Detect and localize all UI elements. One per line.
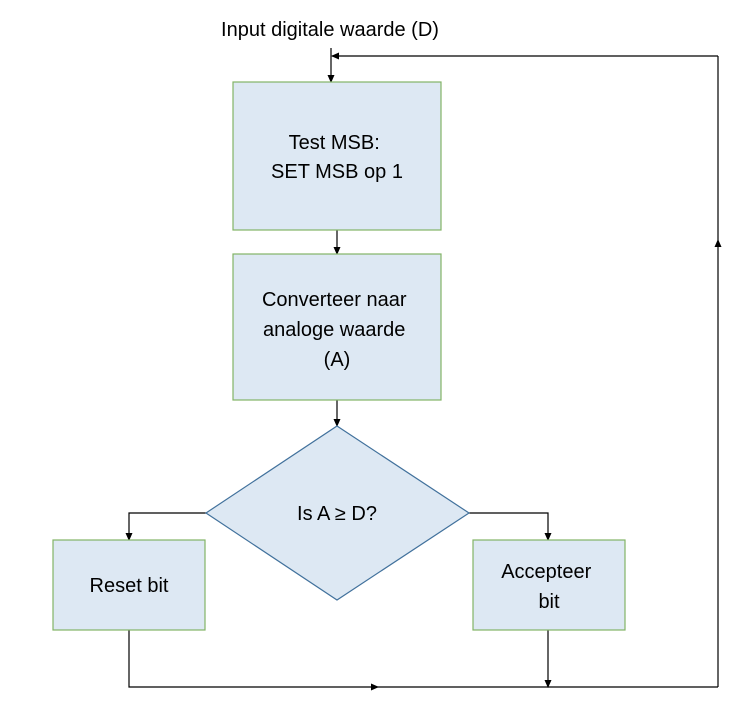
node-reset: Reset bit <box>52 539 206 631</box>
accept-box <box>472 539 626 631</box>
decision-text: Is A ≥ D? <box>297 503 377 525</box>
arrow-decision-to-accept <box>469 512 552 541</box>
accept-line-2: bit <box>538 591 560 613</box>
test-msb-box <box>232 81 442 231</box>
test-msb-line-1: Test MSB: <box>289 132 380 154</box>
convert-line-1: Converteer naar <box>262 289 407 311</box>
convert-text: Converteer naar analoge waarde (A) <box>262 289 412 371</box>
reset-text: Reset bit <box>90 575 169 597</box>
input-label: Input digitale waarde (D) <box>221 19 439 41</box>
convert-line-3: (A) <box>324 349 351 371</box>
node-accept: Accepteer bit <box>472 539 626 631</box>
convert-line-2: analoge waarde <box>263 319 405 341</box>
node-decision: Is A ≥ D? <box>204 425 471 601</box>
accept-text: Accepteer bit <box>501 561 597 613</box>
arrow-decision-to-reset <box>125 512 206 541</box>
node-test-msb: Test MSB: SET MSB op 1 <box>232 81 442 231</box>
test-msb-line-2: SET MSB op 1 <box>271 161 403 183</box>
node-convert: Converteer naar analoge waarde (A) <box>232 253 442 401</box>
test-msb-text: Test MSB: SET MSB op 1 <box>271 132 403 183</box>
decision-diamond <box>204 425 471 601</box>
convert-box <box>232 253 442 401</box>
connectors <box>125 48 722 691</box>
accept-line-1: Accepteer <box>501 561 591 583</box>
reset-box <box>52 539 206 631</box>
arrow-reset-to-bottom <box>128 630 379 691</box>
